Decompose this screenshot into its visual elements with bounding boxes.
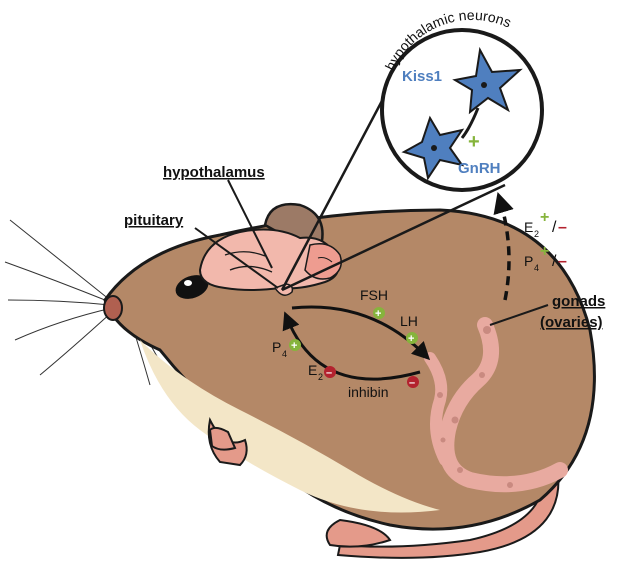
gonads-label: gonads [552,293,605,310]
svg-text:P: P [272,339,281,355]
p4-stimulate-sign: + [291,340,297,352]
fsh-label: FSH [360,287,388,303]
kiss1-label: Kiss1 [402,68,442,85]
p4-label: P 4 [272,339,287,359]
svg-text:–: – [558,219,567,236]
nose [103,295,123,321]
svg-text:2: 2 [534,229,539,239]
zoom-line-left [280,79,395,291]
ovary-tract [424,317,568,493]
ovaries-label: (ovaries) [540,314,603,331]
inhibin-label: inhibin [348,384,388,400]
gnrh-neuron [401,115,465,181]
hind-foot [325,518,392,548]
eye-highlight [184,280,192,286]
inhibin-inhibit-badge [407,376,419,388]
e2-inhibit-sign: – [326,367,332,379]
e2-label: E 2 [308,362,323,382]
zoom-line-right [281,183,506,292]
kiss1-stimulates-gnrh-sign: + [468,131,480,153]
svg-text:+: + [540,243,549,260]
svg-text:–: – [558,253,567,270]
svg-text:/: / [552,253,557,270]
gonads-to-brain-arrow [493,191,514,301]
p4-stimulate-badge [289,339,301,351]
gonads-leader [489,304,549,326]
mouse-belly [140,340,440,513]
svg-text:/: / [552,219,557,236]
svg-text:P: P [524,253,533,269]
feedback-arrow [282,311,421,381]
svg-text:E: E [524,219,533,235]
kiss1-neuron [452,46,523,139]
e2-inhibit-badge [324,366,336,378]
svg-text:E: E [308,362,317,378]
p4-feedback-label: P 4 + / – [524,243,567,273]
gnrh-label: GnRH [458,160,501,177]
svg-text:+: + [540,209,549,226]
svg-text:4: 4 [282,349,287,359]
inhibin-inhibit-sign: – [409,377,415,389]
tail [336,454,560,559]
pituitary-label: pituitary [124,212,184,229]
fsh-stimulate-sign: + [375,308,381,320]
pituitary-leader [194,227,279,289]
hypothalamus-leader [227,179,273,269]
eye [175,275,209,299]
lh-stimulate-badge [406,332,418,344]
e2-feedback-label: E 2 + / – [524,209,567,239]
svg-text:2: 2 [318,372,323,382]
lh-label: LH [400,313,418,329]
fsh-stimulate-badge [373,307,385,319]
hypothalamus-label: hypothalamus [163,164,265,181]
lh-stimulate-sign: + [408,333,414,345]
svg-text:4: 4 [534,263,539,273]
front-paw [208,426,237,451]
